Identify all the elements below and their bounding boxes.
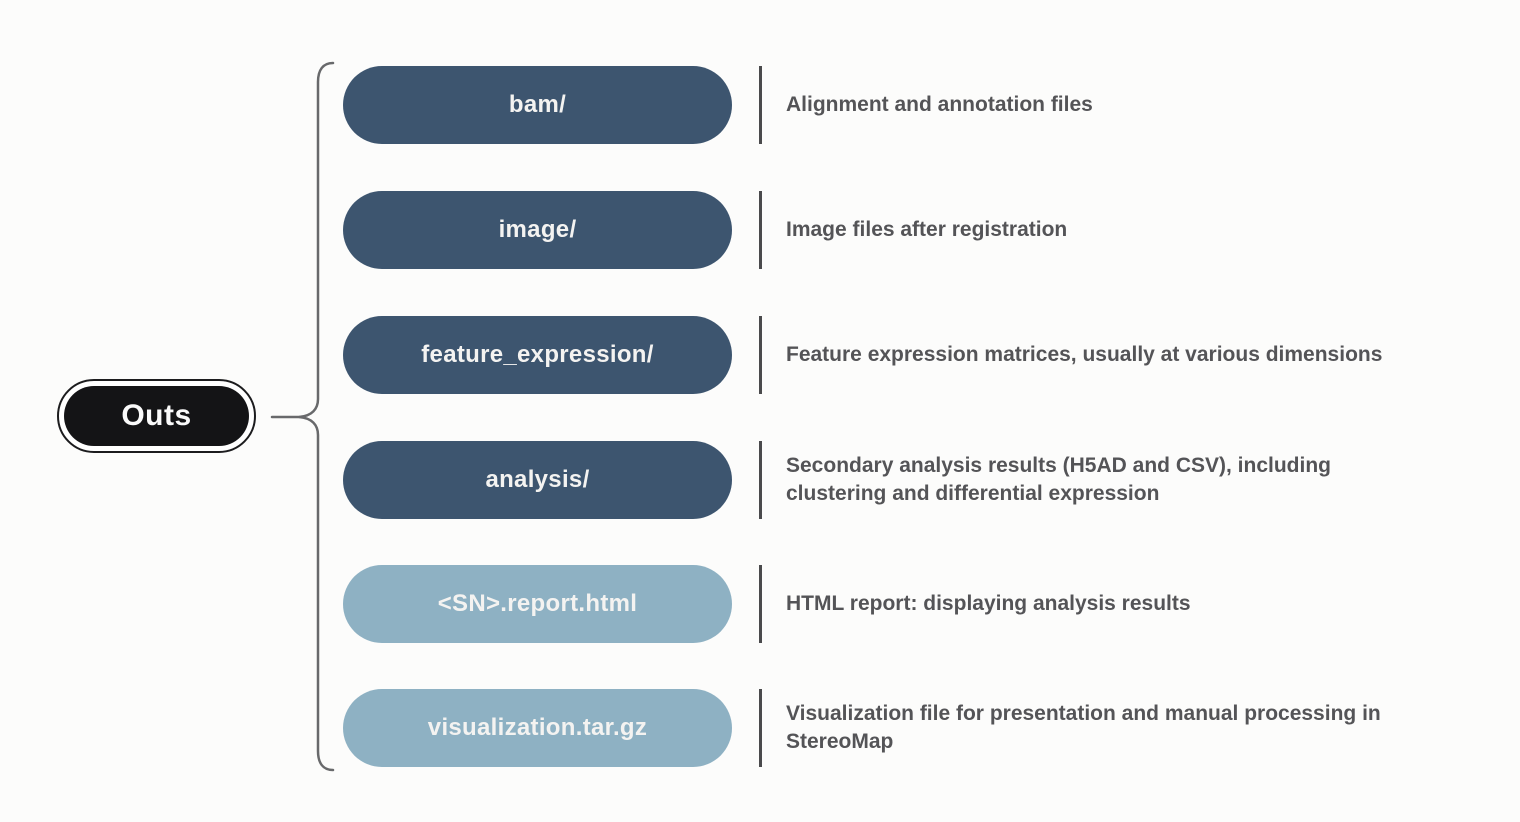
root-node-label: Outs [121, 399, 192, 432]
output-description-text: Image files after registration [786, 218, 1068, 242]
output-row-analysis: analysis/ Secondary analysis results (H5… [343, 441, 1418, 519]
output-description: Alignment and annotation files [786, 66, 1418, 144]
output-description: HTML report: displaying analysis results [786, 565, 1418, 643]
output-pill-feature-expression: feature_expression/ [343, 316, 732, 394]
row-separator [759, 191, 762, 269]
output-pill-report: <SN>.report.html [343, 565, 732, 643]
output-description-text: Visualization file for presentation and … [786, 702, 1381, 753]
output-pill-label: feature_expression/ [421, 341, 654, 368]
row-separator [759, 565, 762, 643]
output-description: Image files after registration [786, 191, 1418, 269]
output-description-text: HTML report: displaying analysis results [786, 592, 1191, 616]
output-description-text: Feature expression matrices, usually at … [786, 343, 1383, 367]
output-pill-label: image/ [498, 216, 577, 243]
output-description: Secondary analysis results (H5AD and CSV… [786, 441, 1418, 519]
curly-brace [298, 61, 335, 772]
output-pill-label: <SN>.report.html [437, 590, 638, 617]
output-pill-visualization: visualization.tar.gz [343, 689, 732, 767]
output-row-feature-expression: feature_expression/ Feature expression m… [343, 316, 1418, 394]
output-pill-label: analysis/ [485, 466, 590, 493]
root-node-outs: Outs [57, 379, 256, 453]
output-pill-label: bam/ [508, 91, 567, 118]
output-row-report: <SN>.report.html HTML report: displaying… [343, 565, 1418, 643]
output-description: Feature expression matrices, usually at … [786, 316, 1418, 394]
output-description-text: Alignment and annotation files [786, 93, 1093, 117]
row-separator [759, 316, 762, 394]
output-row-image: image/ Image files after registration [343, 191, 1418, 269]
root-node-pill: Outs [64, 386, 249, 446]
row-separator [759, 689, 762, 767]
output-description-text: Secondary analysis results (H5AD and CSV… [786, 454, 1331, 505]
row-separator [759, 66, 762, 144]
output-pill-bam: bam/ [343, 66, 732, 144]
output-pill-analysis: analysis/ [343, 441, 732, 519]
output-row-bam: bam/ Alignment and annotation files [343, 66, 1418, 144]
row-separator [759, 441, 762, 519]
output-pill-image: image/ [343, 191, 732, 269]
output-description: Visualization file for presentation and … [786, 689, 1418, 767]
output-row-visualization: visualization.tar.gz Visualization file … [343, 689, 1418, 767]
output-pill-label: visualization.tar.gz [427, 714, 648, 741]
